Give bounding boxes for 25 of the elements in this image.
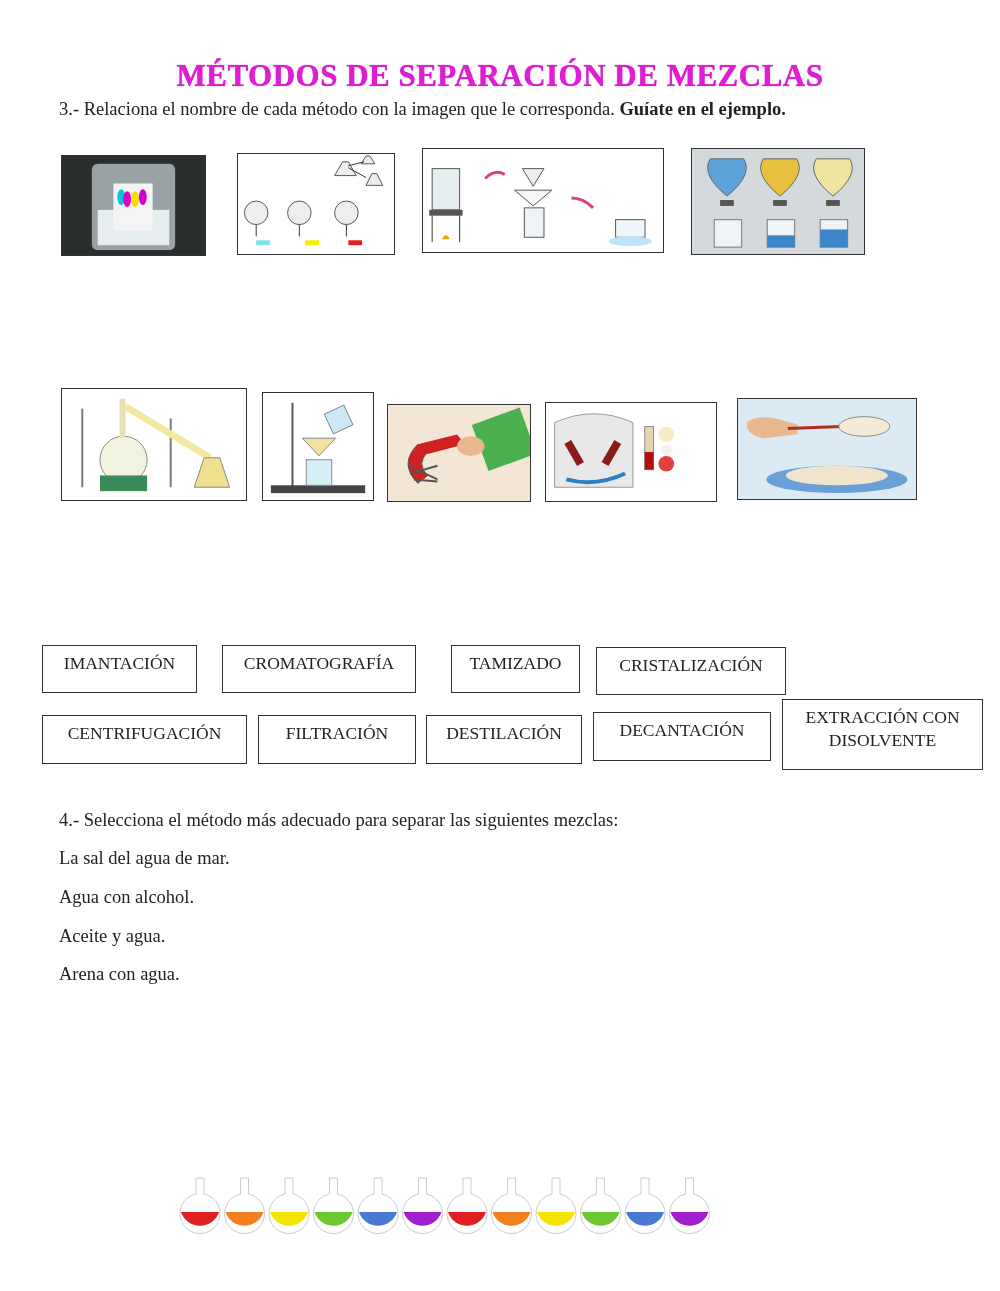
method-name: CROMATOGRAFÍA: [242, 652, 396, 675]
word-card: [222, 645, 416, 693]
question-item: Aceite y agua.: [59, 925, 167, 948]
question-item: Arena con agua.: [59, 963, 181, 986]
method-name: FILTRACIÓN: [284, 722, 390, 745]
question-item: Agua con alcohol.: [59, 886, 196, 909]
method-name: CRISTALIZACIÓN: [618, 654, 764, 677]
method-name: DESTILACIÓN: [445, 722, 563, 745]
method-name: DECANTACIÓN: [618, 719, 746, 742]
worksheet-title: MÉTODOS DE SEPARACIÓN DE MEZCLAS: [175, 58, 825, 94]
question-item: La sal del agua de mar.: [59, 847, 231, 870]
word-card: [451, 645, 580, 693]
method-name: TAMIZADO: [468, 652, 563, 675]
method-name: IMANTACIÓN: [62, 652, 177, 675]
question-text: 4.- Selecciona el método más adecuado para separar las siguientes mezclas:: [59, 809, 620, 832]
word-card: [596, 647, 786, 695]
word-card: [42, 645, 197, 693]
word-card: [426, 715, 582, 764]
instruction-text: 3.- Relaciona el nombre de cada método con la imagen que le corresponda. Guíate en el ejemplo.: [59, 98, 787, 121]
word-card: [258, 715, 416, 764]
word-card: [593, 712, 771, 761]
word-card: [42, 715, 247, 764]
word-card: [782, 699, 983, 770]
method-name: EXTRACCIÓN CON DISOLVENTE: [804, 706, 961, 752]
method-name: CENTRIFUGACIÓN: [66, 722, 223, 745]
